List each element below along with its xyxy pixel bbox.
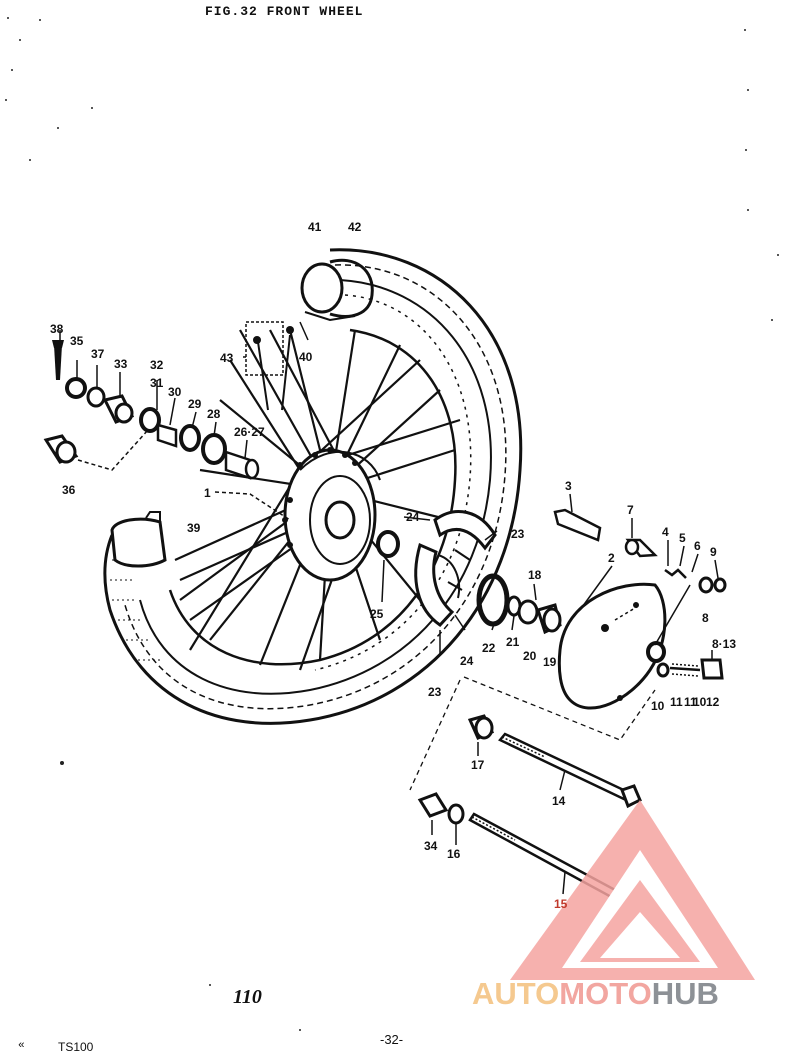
- callout-12: 12: [706, 695, 720, 709]
- callout-2: 2: [608, 551, 615, 565]
- left-axle-parts: [43, 330, 291, 521]
- callout-37: 37: [91, 347, 105, 361]
- callout-24-upper: 24: [406, 510, 420, 524]
- callout-29: 29: [188, 397, 202, 411]
- callout-1: 1: [204, 486, 211, 500]
- callout-23-lower: 23: [428, 685, 442, 699]
- callout-14: 14: [552, 794, 566, 808]
- page-number: 110: [233, 986, 262, 1008]
- callout-4: 4: [662, 525, 669, 539]
- logo-part-auto: AUTO: [472, 976, 560, 1011]
- callout-8: 8: [702, 611, 709, 625]
- callout-5: 5: [679, 531, 686, 545]
- callout-41: 41: [308, 220, 322, 234]
- callout-17: 17: [471, 758, 485, 772]
- callout-18: 18: [528, 568, 542, 582]
- callout-20: 20: [523, 649, 537, 663]
- callout-30: 30: [168, 385, 182, 399]
- callout-34: 34: [424, 839, 438, 853]
- callout-8-13: 8·13: [712, 637, 736, 651]
- brake-panel: [553, 493, 727, 710]
- rim-band-and-tube: [300, 258, 374, 322]
- brake-assembly: [376, 510, 562, 655]
- callout-26-27: 26·27: [234, 425, 265, 439]
- callout-32: 32: [150, 358, 164, 372]
- callout-7: 7: [627, 503, 634, 517]
- callout-22: 22: [482, 641, 496, 655]
- callout-28: 28: [207, 407, 221, 421]
- callout-11b: 11: [684, 695, 697, 709]
- callout-10a: 10: [651, 699, 665, 713]
- callout-43: 43: [220, 351, 234, 365]
- callout-21: 21: [506, 635, 520, 649]
- callout-25: 25: [370, 607, 384, 621]
- callout-15: 15: [554, 897, 568, 911]
- watermark-logo-text: AUTOMOTOHUB: [472, 976, 719, 1012]
- callout-6: 6: [694, 539, 701, 553]
- callout-labels: 38 35 37 33 32 31 30 29 28 26·27 36 1 43…: [50, 220, 736, 911]
- figure-title: FIG.32 FRONT WHEEL: [205, 4, 364, 19]
- callout-11a: 11: [670, 695, 683, 709]
- callout-16: 16: [447, 847, 461, 861]
- callout-31: 31: [150, 376, 164, 390]
- hub: [282, 447, 381, 582]
- callout-3: 3: [565, 479, 572, 493]
- callout-39: 39: [187, 521, 201, 535]
- scan-speckles: [5, 17, 779, 1031]
- tire-cutaway: [110, 511, 167, 568]
- callout-38: 38: [50, 322, 64, 336]
- logo-part-moto: MOTO: [559, 976, 652, 1011]
- spoke-set: [243, 321, 309, 411]
- watermark-triangle-icon: [510, 800, 755, 980]
- callout-35: 35: [70, 334, 84, 348]
- model-label: TS100: [58, 1040, 94, 1054]
- callout-42: 42: [348, 220, 362, 234]
- callout-40: 40: [299, 350, 313, 364]
- logo-part-hub: HUB: [651, 976, 719, 1011]
- footer-bullet: «: [18, 1040, 25, 1052]
- page-label: -32-: [380, 1032, 404, 1047]
- callout-36: 36: [62, 483, 76, 497]
- callout-33: 33: [114, 357, 128, 371]
- callout-24-lower: 24: [460, 654, 474, 668]
- callout-23-upper: 23: [511, 527, 525, 541]
- callout-9: 9: [710, 545, 717, 559]
- callout-19: 19: [543, 655, 557, 669]
- callout-10b: 10: [693, 695, 707, 709]
